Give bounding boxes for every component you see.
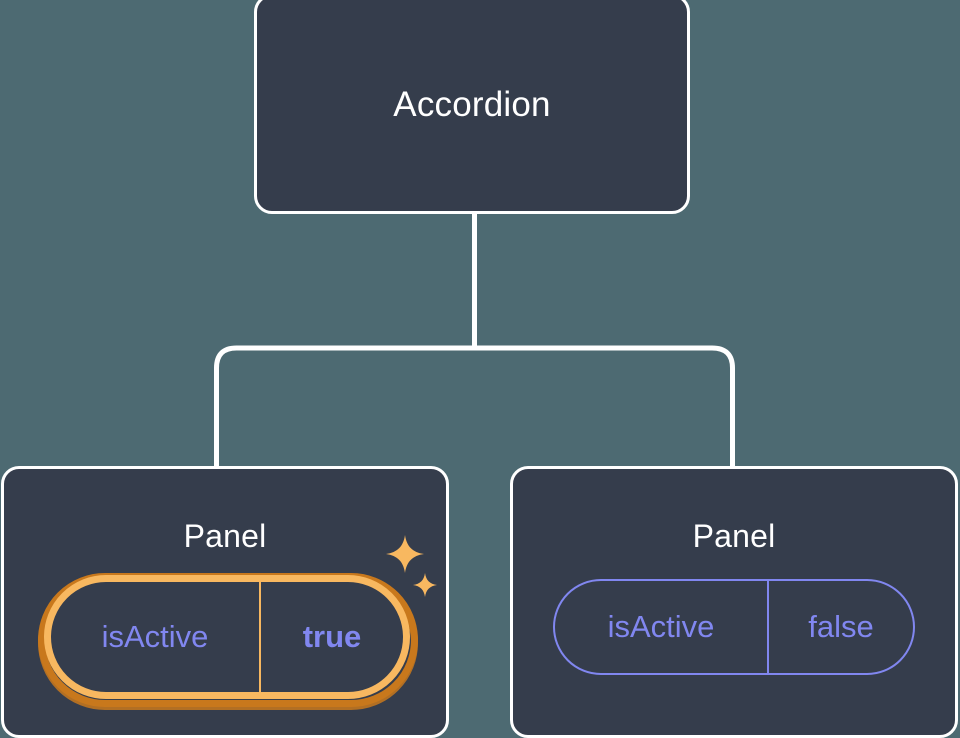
sparkle-small-icon [413, 573, 437, 597]
node-title-accordion: Accordion [393, 85, 551, 124]
highlight-ring-inner: isActive true [44, 575, 410, 699]
node-title-panel-inactive: Panel [692, 518, 776, 554]
tree-node-panel-inactive[interactable]: Panel isActive false [510, 466, 958, 738]
tree-node-accordion[interactable]: Accordion [254, 0, 690, 214]
tree-node-panel-active[interactable]: Panel isActive true [1, 466, 449, 738]
prop-pill-highlighted[interactable]: isActive true [38, 573, 418, 710]
prop-value-false: false [767, 581, 913, 673]
highlight-ring-outer: isActive true [38, 573, 418, 710]
sparkle-large-icon [386, 535, 424, 573]
prop-value-true: true [259, 582, 403, 692]
prop-key-isactive: isActive [101, 619, 209, 654]
prop-key-isactive: isActive [607, 609, 715, 644]
node-title-panel-active: Panel [183, 518, 267, 554]
prop-pill-plain[interactable]: isActive false [553, 579, 915, 675]
